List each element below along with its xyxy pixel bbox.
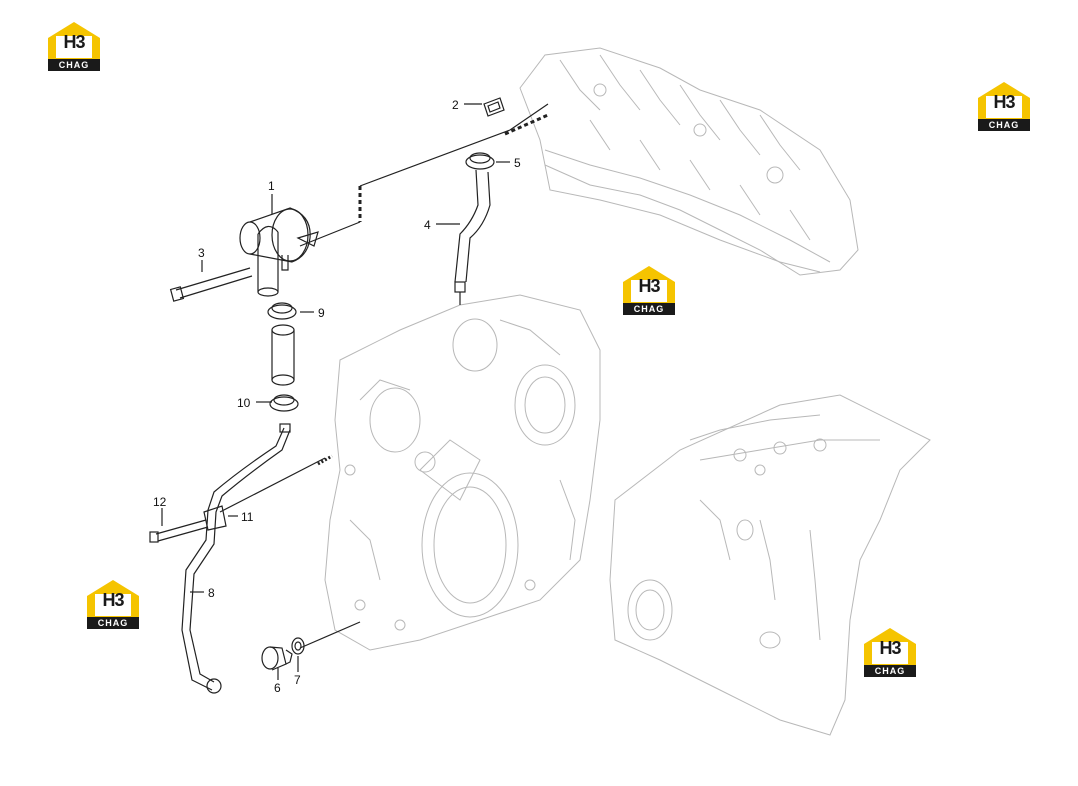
part-clamp-10	[269, 394, 299, 412]
callout-8: 8	[208, 586, 215, 600]
part-washer	[291, 637, 305, 655]
logo-house-icon	[87, 580, 139, 618]
brand-logo: H3 CHAG	[864, 628, 916, 678]
brand-logo: H3 CHAG	[48, 22, 100, 72]
logo-letters: H3	[63, 32, 85, 52]
timing-case-outline	[324, 294, 601, 651]
brand-logo: H3 CHAG	[978, 82, 1030, 132]
part-hose	[271, 324, 295, 386]
callout-6: 6	[274, 681, 281, 695]
logo-caption: CHAG	[978, 119, 1030, 131]
callout-1: 1	[268, 179, 275, 193]
logo-house-icon	[623, 266, 675, 304]
brand-logo: H3 CHAG	[87, 580, 139, 630]
cylinder-head-outline	[519, 47, 859, 276]
callout-12: 12	[153, 495, 167, 509]
callout-10: 10	[237, 396, 251, 410]
part-bracket	[203, 505, 227, 531]
logo-letters: H3	[638, 276, 660, 296]
part-oil-separator	[239, 207, 319, 297]
logo-caption: CHAG	[48, 59, 100, 71]
callout-4: 4	[424, 218, 431, 232]
callout-2: 2	[452, 98, 459, 112]
brand-logo: H3 CHAG	[623, 266, 675, 316]
logo-caption: CHAG	[623, 303, 675, 315]
part-clamp-5	[465, 152, 495, 170]
part-clamp-9	[267, 302, 297, 320]
part-bolt-3	[169, 267, 253, 302]
logo-house-icon	[978, 82, 1030, 120]
part-drain-pipe	[181, 423, 291, 694]
part-gasket	[483, 97, 505, 117]
part-breather-tube	[454, 169, 491, 305]
logo-letters: H3	[993, 92, 1015, 112]
callout-11: 11	[241, 510, 254, 524]
part-fitting	[261, 646, 293, 671]
part-bolt-12	[149, 519, 209, 543]
logo-letters: H3	[102, 590, 124, 610]
callout-3: 3	[198, 246, 205, 260]
engine-block-outline	[609, 394, 931, 736]
callout-7: 7	[294, 673, 301, 687]
logo-letters: H3	[879, 638, 901, 658]
logo-house-icon	[864, 628, 916, 666]
callout-9: 9	[318, 306, 325, 320]
callout-5: 5	[514, 156, 521, 170]
logo-caption: CHAG	[864, 665, 916, 677]
logo-caption: CHAG	[87, 617, 139, 629]
logo-house-icon	[48, 22, 100, 60]
